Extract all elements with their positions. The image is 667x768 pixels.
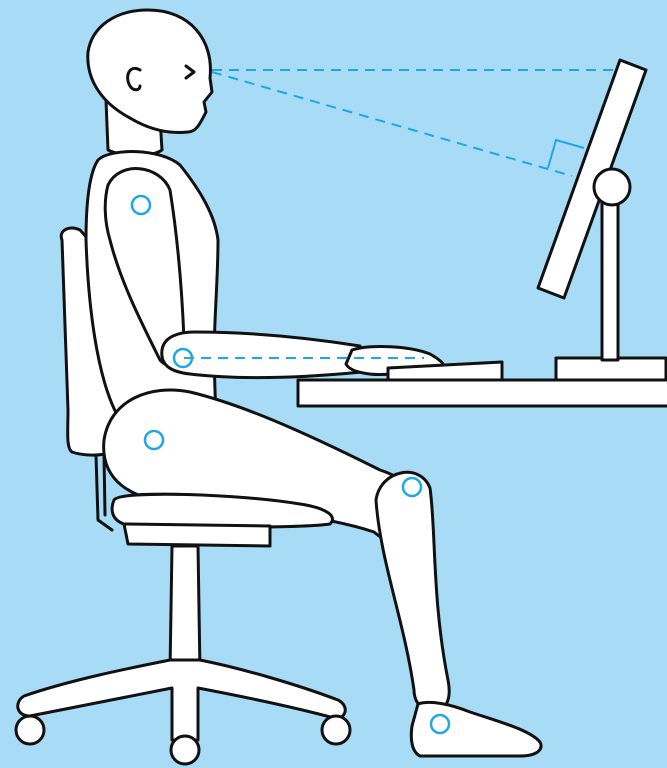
chair-wheel [171, 736, 199, 764]
chair-wheel [322, 716, 350, 744]
monitor-stand [602, 200, 618, 360]
chair-column [170, 546, 200, 672]
desk-icon [298, 380, 667, 406]
chair-seat-base [124, 524, 270, 546]
monitor-pivot [594, 169, 630, 205]
desk-top [298, 380, 667, 406]
chair-wheel [16, 716, 44, 744]
